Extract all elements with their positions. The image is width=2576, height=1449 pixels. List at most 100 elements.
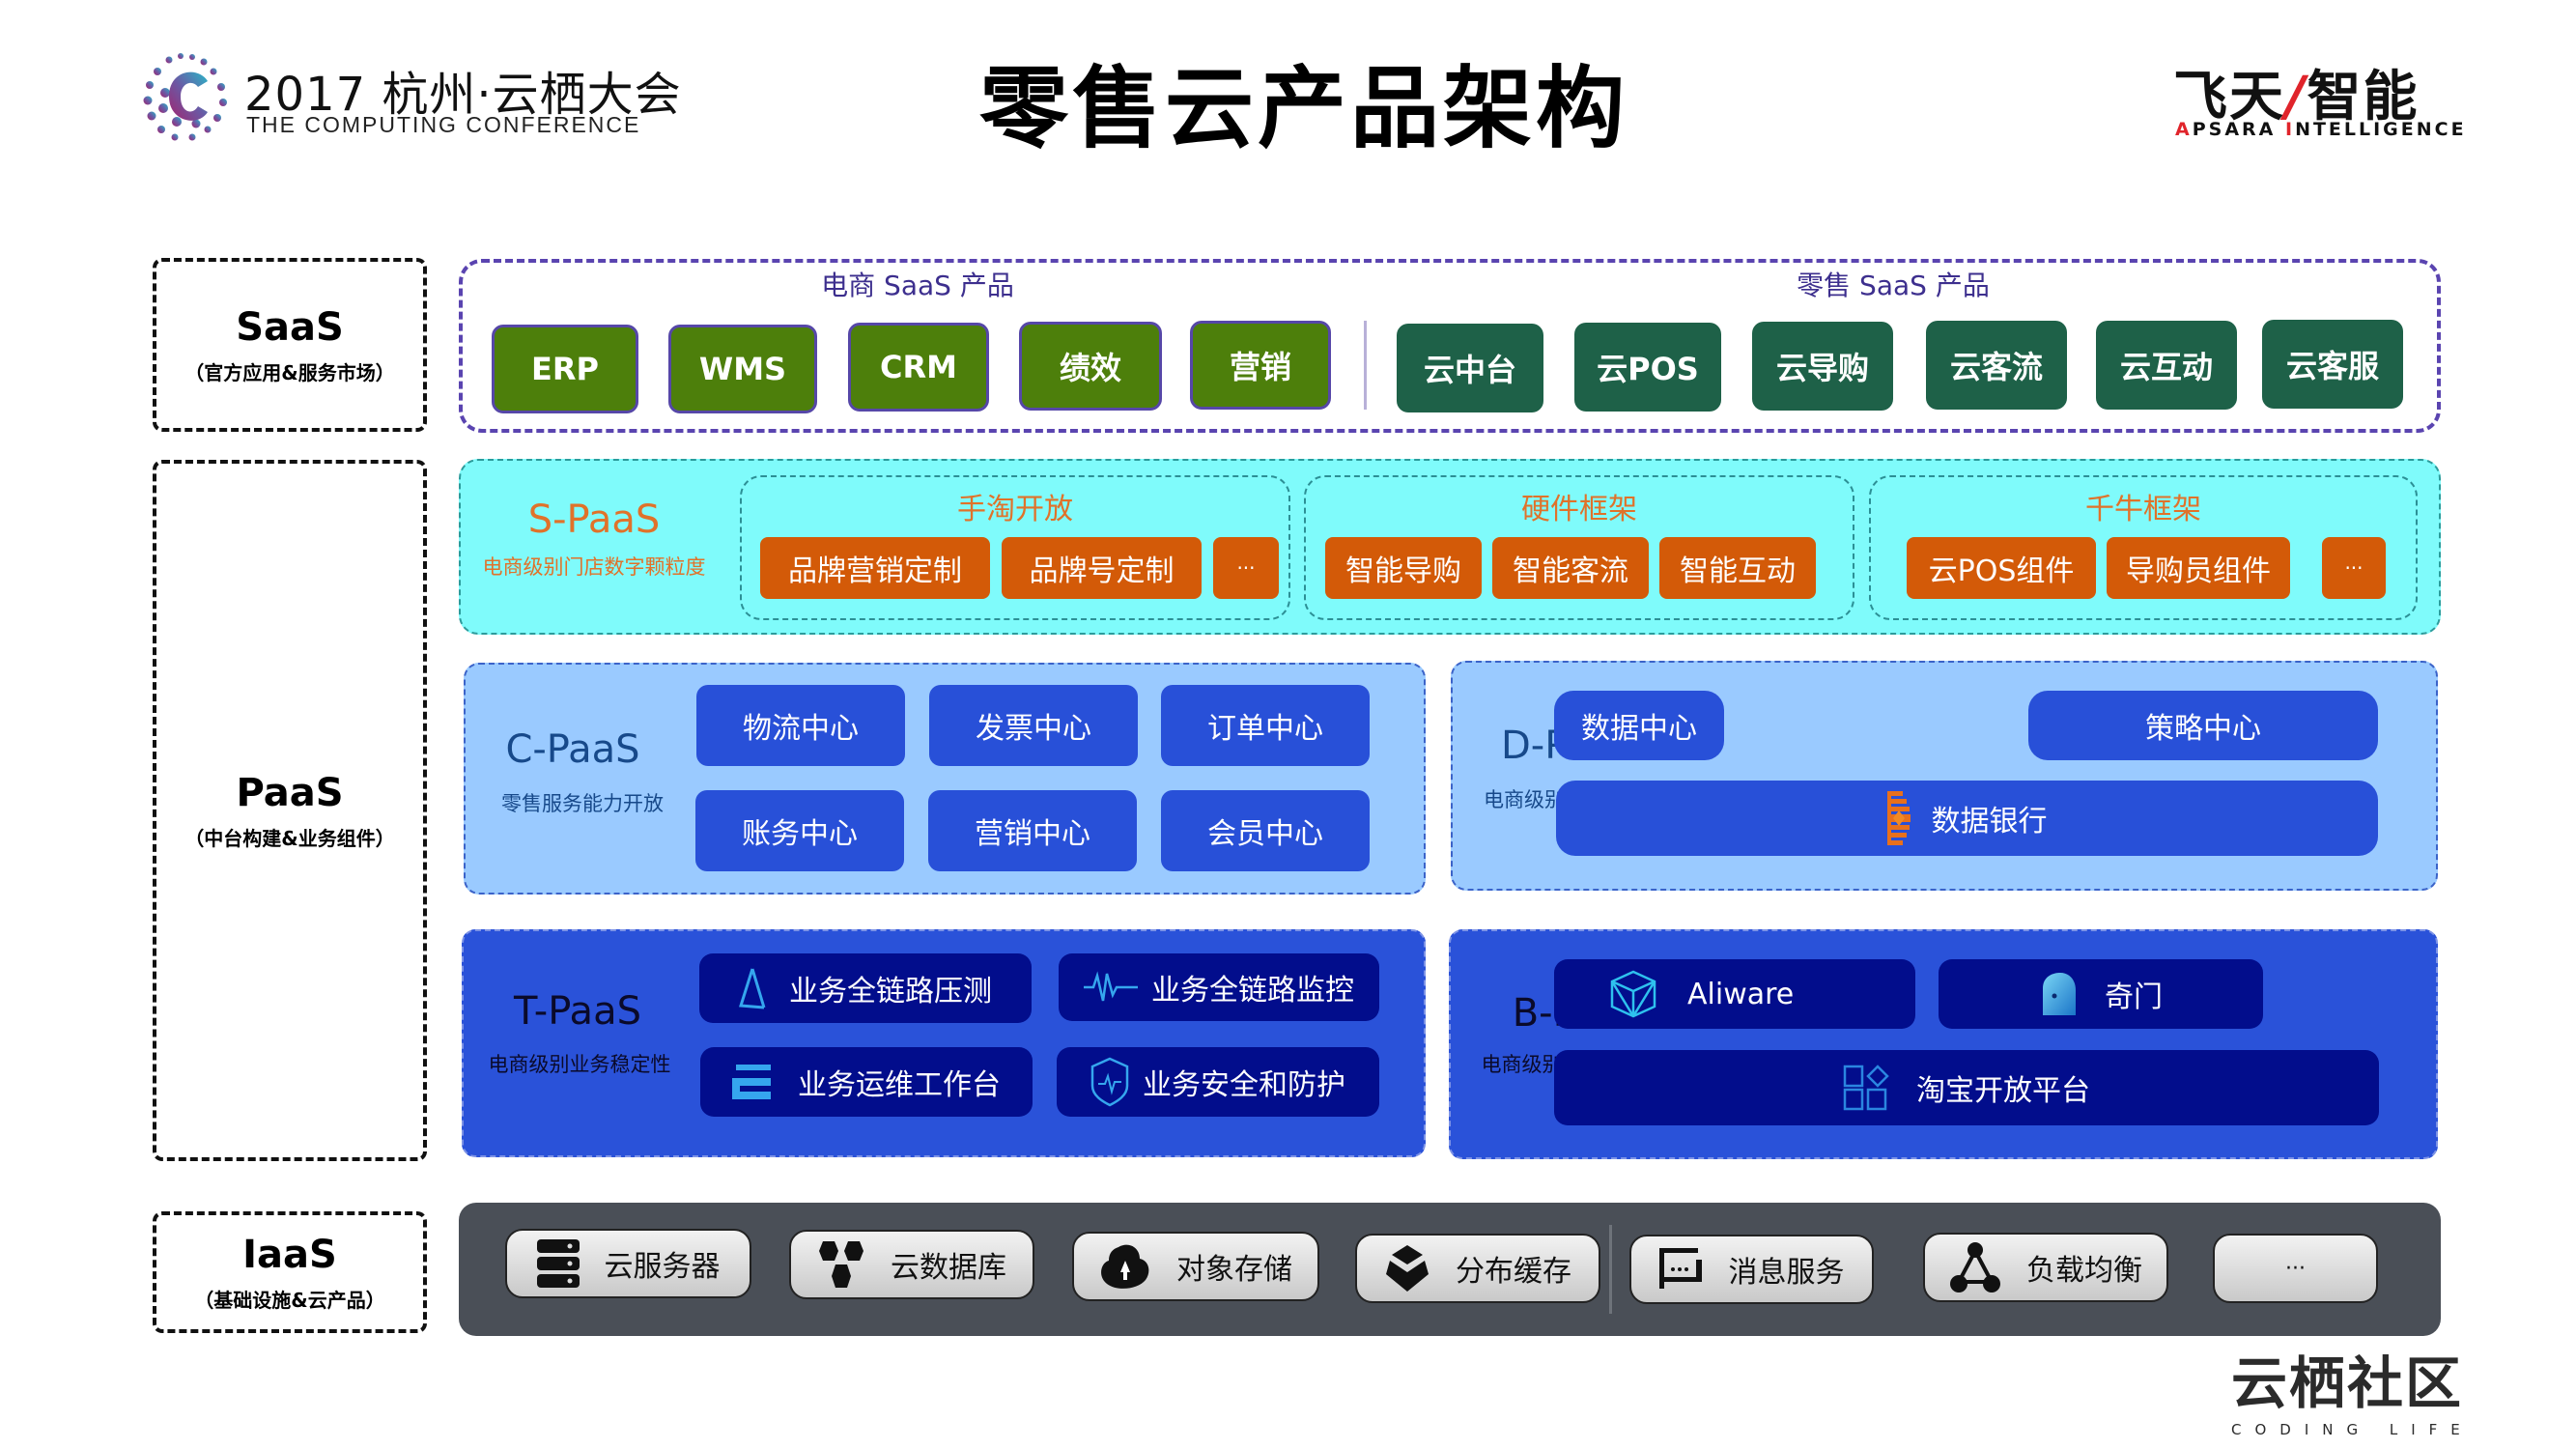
dpaas-wide-item[interactable]: 数据银行 bbox=[1556, 781, 2378, 856]
shield-icon bbox=[1090, 1057, 1129, 1107]
tier-name: SaaS bbox=[236, 304, 344, 350]
cpaas-item[interactable]: 发票中心 bbox=[929, 685, 1138, 766]
iaas-divider bbox=[1609, 1225, 1612, 1314]
iaas-item-label: 云服务器 bbox=[604, 1250, 721, 1284]
saas-retail-item[interactable]: 云POS bbox=[1574, 323, 1721, 412]
brand-en-psara: PSARA bbox=[2192, 119, 2285, 140]
triangle-icon bbox=[739, 967, 766, 1009]
tier-sub: （官方应用&服务市场） bbox=[184, 360, 395, 384]
iaas-item-label: 对象存储 bbox=[1176, 1253, 1292, 1287]
conference-title: 2017 杭州·云栖大会 bbox=[244, 68, 682, 122]
cpaas-item[interactable]: 账务中心 bbox=[695, 790, 904, 871]
iaas-item[interactable]: 消息服务 bbox=[1629, 1235, 1874, 1304]
spaas-item[interactable]: 智能导购 bbox=[1325, 537, 1482, 599]
yunqi-community-logo: 云栖社区 CODING LIFE bbox=[2231, 1338, 2463, 1444]
object-storage-icon bbox=[1099, 1243, 1151, 1290]
iaas-item-label: 分布缓存 bbox=[1456, 1255, 1571, 1289]
cpaas-item[interactable]: 订单中心 bbox=[1161, 685, 1370, 766]
conference-subtitle: THE COMPUTING CONFERENCE bbox=[246, 112, 641, 137]
yunqi-logo-en: CODING LIFE bbox=[2231, 1421, 2474, 1438]
spaas-item[interactable]: 品牌营销定制 bbox=[760, 537, 990, 599]
saas-retail-item[interactable]: 云客流 bbox=[1926, 321, 2067, 410]
spaas-item[interactable]: 导购员组件 bbox=[2107, 537, 2290, 599]
tier-sub: （中台构建&业务组件） bbox=[184, 826, 395, 850]
tpaas-item-label: 业务运维工作台 bbox=[798, 1068, 1001, 1102]
tpaas-item[interactable]: 业务全链路压测 bbox=[699, 953, 1032, 1023]
saas-retail-item[interactable]: 云客服 bbox=[2262, 320, 2403, 409]
bpaas-item[interactable]: Aliware bbox=[1554, 959, 1915, 1029]
yunqi-logo-zh: 云栖社区 bbox=[2231, 1350, 2464, 1416]
spaas-label: S-PaaS bbox=[527, 497, 661, 542]
tpaas-item-label: 业务全链路压测 bbox=[789, 975, 992, 1009]
tpaas-item[interactable]: 业务运维工作台 bbox=[700, 1047, 1033, 1117]
saas-area bbox=[459, 259, 2441, 433]
page-title: 零售云产品架构 bbox=[978, 56, 1628, 160]
tier-name: PaaS bbox=[236, 770, 344, 815]
saas-retail-item[interactable]: 云导购 bbox=[1752, 322, 1893, 411]
spaas-item-more[interactable]: ··· bbox=[2322, 537, 2386, 599]
dpaas-item[interactable]: 策略中心 bbox=[2028, 691, 2378, 760]
bpaas-item-label: Aliware bbox=[1687, 977, 1795, 1011]
saas-ecommerce-item[interactable]: 绩效 bbox=[1019, 322, 1162, 411]
saas-ecommerce-item[interactable]: WMS bbox=[668, 325, 817, 413]
spaas-group-title: 千牛框架 bbox=[2085, 493, 2201, 526]
spaas-item[interactable]: 品牌号定制 bbox=[1002, 537, 1202, 599]
tier-sub: （基础设施&云产品） bbox=[194, 1288, 385, 1312]
cpaas-item[interactable]: 营销中心 bbox=[928, 790, 1137, 871]
iaas-item-label: 云数据库 bbox=[891, 1251, 1006, 1285]
tpaas-label: T-PaaS bbox=[514, 989, 641, 1034]
apsara-logo: 飞天/智能 APSARA INTELLIGENCE bbox=[2173, 53, 2464, 150]
brand-en-ntelligence: NTELLIGENCE bbox=[2295, 119, 2467, 140]
tpaas-item[interactable]: 业务全链路监控 bbox=[1059, 953, 1379, 1021]
brand-zh-right: 智能 bbox=[2307, 66, 2420, 128]
iaas-item-more[interactable]: ··· bbox=[2213, 1234, 2378, 1303]
iaas-item[interactable]: 云数据库 bbox=[789, 1230, 1034, 1299]
tpaas-item-label: 业务安全和防护 bbox=[1143, 1068, 1345, 1102]
apsara-logo-zh: 飞天/智能 bbox=[2173, 53, 2419, 131]
tpaas-item-label: 业务全链路监控 bbox=[1151, 974, 1354, 1008]
brand-slash: / bbox=[2285, 66, 2307, 128]
message-icon bbox=[1658, 1248, 1704, 1291]
iaas-item-label: 消息服务 bbox=[1728, 1256, 1845, 1290]
database-icon bbox=[817, 1241, 865, 1288]
saas-ecommerce-item[interactable]: 营销 bbox=[1190, 321, 1331, 410]
iaas-item[interactable]: 云服务器 bbox=[505, 1229, 751, 1298]
saas-ecommerce-item[interactable]: ERP bbox=[492, 325, 638, 413]
conference-logo: 2017 杭州·云栖大会 THE COMPUTING CONFERENCE bbox=[140, 48, 681, 145]
cache-icon bbox=[1384, 1245, 1430, 1292]
load-balancer-icon bbox=[1949, 1241, 2001, 1293]
tpaas-desc: 电商级别业务稳定性 bbox=[488, 1053, 671, 1076]
tier-iaas: IaaS （基础设施&云产品） bbox=[153, 1211, 427, 1333]
spaas-item[interactable]: 智能互动 bbox=[1659, 537, 1816, 599]
iaas-item[interactable]: 分布缓存 bbox=[1355, 1234, 1600, 1303]
spaas-group-title: 硬件框架 bbox=[1521, 493, 1637, 526]
retail-saas-title: 零售 SaaS 产品 bbox=[1797, 270, 1990, 301]
bpaas-item[interactable]: 奇门 bbox=[1939, 959, 2263, 1029]
cpaas-item[interactable]: 物流中心 bbox=[696, 685, 905, 766]
cpaas-label: C-PaaS bbox=[505, 727, 640, 772]
saas-divider bbox=[1364, 321, 1367, 410]
spaas-item[interactable]: 云POS组件 bbox=[1907, 537, 2096, 599]
spaas-item-more[interactable]: ··· bbox=[1213, 537, 1279, 599]
dpaas-wide-item-label: 数据银行 bbox=[1931, 805, 2048, 838]
saas-retail-item[interactable]: 云中台 bbox=[1397, 324, 1543, 412]
tier-name: IaaS bbox=[242, 1232, 337, 1277]
spaas-group bbox=[1869, 475, 2418, 620]
saas-ecommerce-item[interactable]: CRM bbox=[848, 323, 989, 412]
ecommerce-saas-title: 电商 SaaS 产品 bbox=[821, 270, 1014, 301]
qimen-icon bbox=[2039, 971, 2078, 1017]
brand-en-a: A bbox=[2175, 119, 2193, 140]
cpaas-item[interactable]: 会员中心 bbox=[1161, 790, 1370, 871]
spaas-group-title: 手淘开放 bbox=[957, 493, 1073, 526]
tier-paas: PaaS （中台构建&业务组件） bbox=[153, 460, 427, 1161]
conference-logo-icon bbox=[143, 53, 227, 141]
dpaas-item[interactable]: 数据中心 bbox=[1554, 691, 1724, 760]
iaas-item[interactable]: 对象存储 bbox=[1072, 1232, 1319, 1301]
iaas-item[interactable]: 负载均衡 bbox=[1923, 1233, 2168, 1302]
spaas-item[interactable]: 智能客流 bbox=[1492, 537, 1649, 599]
brand-zh-left: 飞天 bbox=[2173, 66, 2285, 128]
tpaas-item[interactable]: 业务安全和防护 bbox=[1057, 1047, 1379, 1117]
saas-retail-item[interactable]: 云互动 bbox=[2096, 321, 2237, 410]
ops-console-icon bbox=[732, 1065, 775, 1099]
bpaas-wide-item[interactable]: 淘宝开放平台 bbox=[1554, 1050, 2379, 1125]
